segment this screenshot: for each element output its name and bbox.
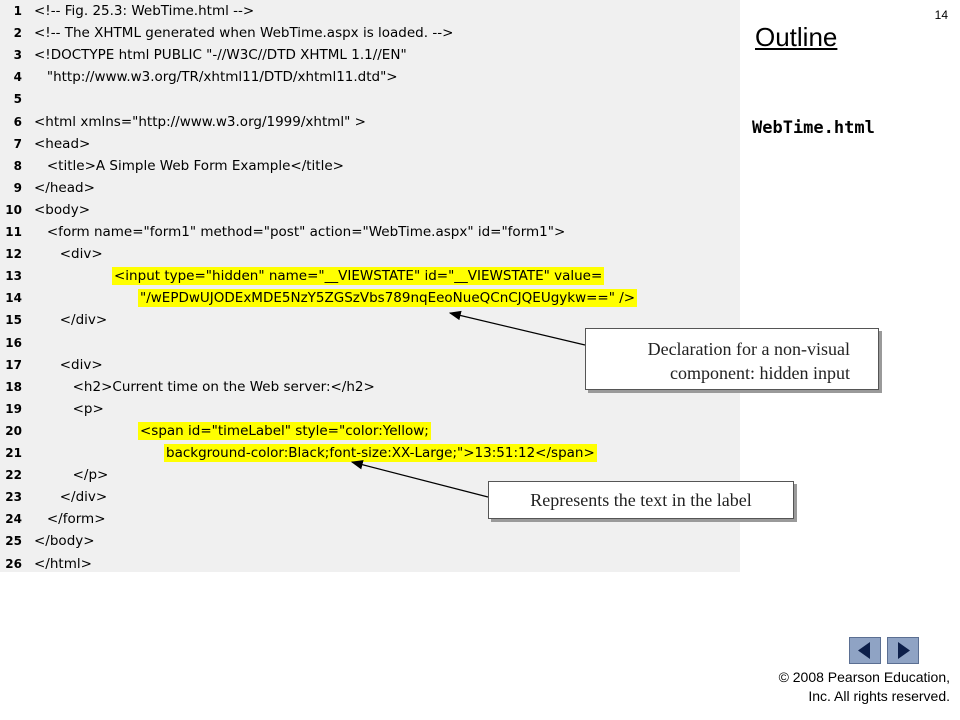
line-number: 26 — [5, 556, 22, 571]
code-text: </body> — [34, 533, 95, 550]
code-text: <p> — [34, 400, 104, 417]
line-number: 13 — [5, 269, 22, 284]
callout-hidden-input: Declaration for a non-visual component: … — [585, 328, 879, 390]
code-line: 19 <p> — [0, 398, 740, 420]
code-line: 12 <div> — [0, 243, 740, 265]
code-text: "http://www.w3.org/TR/xhtml11/DTD/xhtml1… — [34, 69, 398, 86]
code-text: <input type="hidden" name="__VIEWSTATE" … — [112, 267, 605, 286]
code-line: 21 background-color:Black;font-size:XX-La… — [0, 442, 740, 464]
copyright-line-1: © 2008 Pearson Education, — [778, 669, 950, 685]
code-line: 16 — [0, 332, 740, 354]
code-text: </div> — [34, 489, 108, 506]
line-number: 20 — [5, 423, 22, 438]
file-name: WebTime.html — [752, 118, 875, 138]
code-text: </html> — [34, 555, 92, 572]
line-number: 7 — [13, 136, 22, 151]
line-number: 21 — [5, 446, 22, 460]
code-line: 15 </div> — [0, 309, 740, 331]
code-line: 20 <span id="timeLabel" style="color:Yell… — [0, 420, 740, 442]
code-line: 13 <input type="hidden" name="__VIEWSTATE… — [0, 265, 740, 287]
line-number: 6 — [13, 114, 22, 129]
code-text: <h2>Current time on the Web server:</h2> — [34, 378, 375, 395]
code-line: 6 <html xmlns="http://www.w3.org/1999/xht… — [0, 111, 740, 133]
code-line: 2 <!-- The XHTML generated when WebTime.a… — [0, 22, 740, 44]
line-number: 8 — [13, 158, 22, 173]
code-text: <!-- The XHTML generated when WebTime.as… — [34, 25, 454, 42]
arrow-hidden-input — [448, 310, 586, 346]
code-line: 22 </p> — [0, 464, 740, 486]
line-number: 24 — [5, 512, 22, 527]
code-line: 23 </div> — [0, 486, 740, 508]
line-number: 4 — [13, 70, 22, 85]
code-text: <head> — [34, 135, 91, 152]
callout-label-text: Represents the text in the label — [488, 481, 794, 519]
code-line: 4 "http://www.w3.org/TR/xhtml11/DTD/xhtm… — [0, 66, 740, 88]
arrow-label-text — [350, 460, 489, 498]
code-listing-panel: 1 <!-- Fig. 25.3: WebTime.html --> 2 <!-- T… — [0, 0, 740, 572]
code-line: 26 </html> — [0, 553, 740, 575]
previous-slide-button[interactable] — [849, 637, 881, 664]
code-text: <html xmlns="http://www.w3.org/1999/xhtm… — [34, 113, 366, 130]
code-line: 25 </body> — [0, 530, 740, 552]
left-arrow-icon — [858, 642, 870, 659]
next-slide-button[interactable] — [887, 637, 919, 664]
code-line: 24 </form> — [0, 508, 740, 530]
code-line: 7 <head> — [0, 133, 740, 155]
code-line: 9 </head> — [0, 177, 740, 199]
code-line: 17 <div> — [0, 354, 740, 376]
line-number: 9 — [13, 180, 22, 195]
code-text: <div> — [34, 246, 103, 263]
line-number: 2 — [13, 26, 22, 41]
code-text: "/wEPDwUJODExMDE5NzY5ZGSzVbs789nqEeoNueQ… — [138, 289, 638, 308]
line-number: 12 — [5, 247, 22, 262]
code-text: <!-- Fig. 25.3: WebTime.html --> — [34, 3, 255, 19]
line-number: 10 — [5, 202, 22, 217]
line-number: 17 — [5, 357, 22, 372]
code-line: 14 "/wEPDwUJODExMDE5NzY5ZGSzVbs789nqEeoNu… — [0, 287, 740, 309]
line-number: 11 — [5, 225, 22, 239]
line-number: 1 — [13, 4, 22, 18]
line-number: 14 — [5, 291, 22, 306]
outline-title: Outline — [755, 22, 838, 52]
line-number: 15 — [5, 313, 22, 328]
code-text: <body> — [34, 201, 91, 218]
code-line: 5 — [0, 88, 740, 110]
line-number: 5 — [13, 92, 22, 107]
line-number: 18 — [5, 379, 22, 394]
code-line: 18 <h2>Current time on the Web server:</… — [0, 376, 740, 398]
code-line: 10 <body> — [0, 199, 740, 221]
code-text: </head> — [34, 179, 95, 196]
code-text: </form> — [34, 511, 106, 528]
code-line: 11 <form name="form1" method="post" acti… — [0, 221, 740, 243]
line-number: 22 — [5, 468, 22, 483]
code-line: 3 <!DOCTYPE html PUBLIC "-//W3C//DTD XHTM… — [0, 44, 740, 66]
line-number: 23 — [5, 490, 22, 505]
code-text: <form name="form1" method="post" action=… — [34, 224, 566, 240]
line-number: 25 — [5, 534, 22, 549]
code-text: <div> — [34, 356, 103, 373]
code-text: <span id="timeLabel" style="color:Yellow… — [138, 421, 431, 440]
copyright-line-2: Inc. All rights reserved. — [808, 688, 950, 704]
line-number: 3 — [13, 48, 22, 63]
code-text: </p> — [34, 467, 109, 484]
line-number: 19 — [5, 401, 22, 416]
code-text: background-color:Black;font-size:XX-Larg… — [164, 444, 597, 462]
code-text: </div> — [34, 312, 108, 329]
slide-number: 14 — [934, 8, 948, 22]
copyright-notice: © 2008 Pearson Education, Inc. All right… — [779, 668, 950, 706]
line-number: 16 — [5, 335, 22, 350]
code-text: <title>A Simple Web Form Example</title> — [34, 157, 344, 174]
code-line: 1 <!-- Fig. 25.3: WebTime.html --> — [0, 0, 740, 22]
right-arrow-icon — [898, 642, 910, 659]
code-line: 8 <title>A Simple Web Form Example</titl… — [0, 155, 740, 177]
code-text: <!DOCTYPE html PUBLIC "-//W3C//DTD XHTML… — [34, 47, 407, 64]
